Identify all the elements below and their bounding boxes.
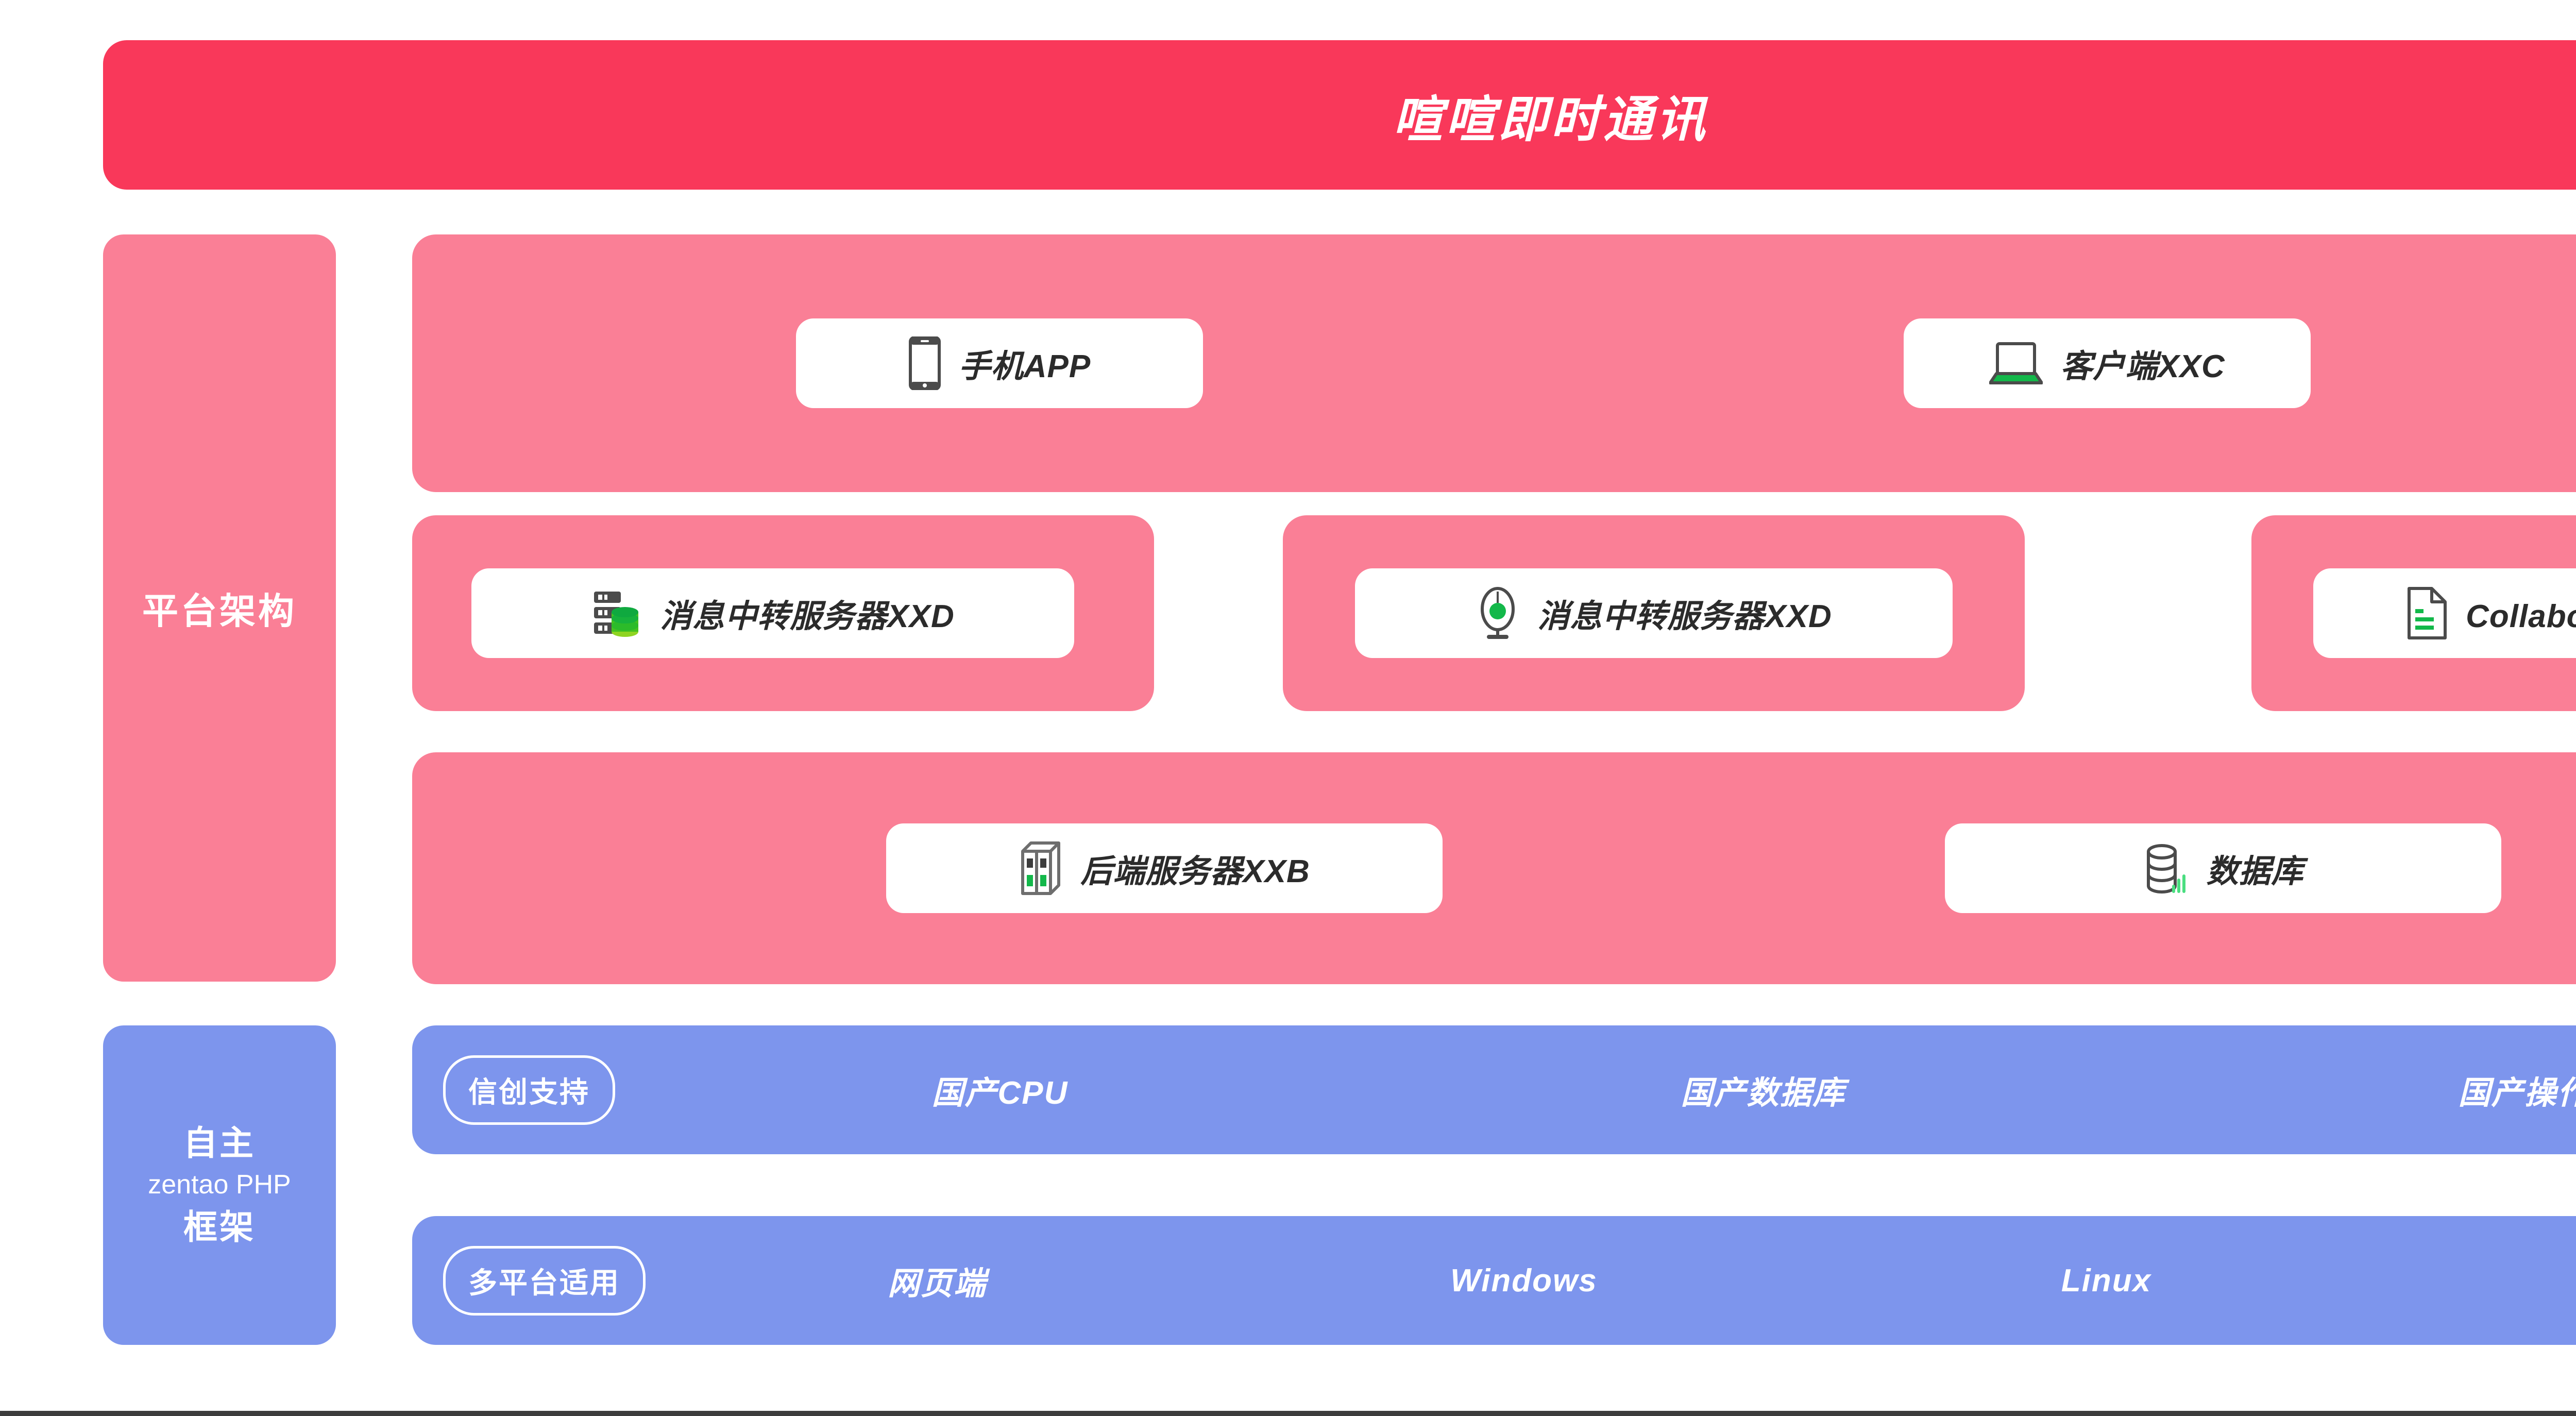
badge-xinchuang-support[interactable]: 信创支持 <box>443 1055 615 1125</box>
header-banner: 喧喧即时通讯 <box>103 40 2576 190</box>
chip-label: 消息中转服务器XXD <box>1537 599 1832 634</box>
chip-label: Collabora online文档服务 <box>2466 599 2576 634</box>
rail-platform-architecture: 平台架构 <box>103 234 336 982</box>
multiplatform-item-list: 网页端 Windows Linux macOS <box>646 1257 2576 1304</box>
panel-relay-server-1: 消息中转服务器XXD <box>412 515 1154 711</box>
rail-auto-line2: zentao PHP <box>148 1170 291 1200</box>
server-tower-icon <box>1019 840 1063 897</box>
platform-item-windows: Windows <box>1450 1262 1598 1299</box>
document-icon <box>2406 586 2448 640</box>
chip-label: 消息中转服务器XXD <box>660 599 955 634</box>
rail-auto-line1: 自主 <box>183 1124 256 1162</box>
chip-mobile-app[interactable]: 手机APP <box>796 318 1203 408</box>
rail-platform-label: 平台架构 <box>142 591 297 631</box>
xinchuang-item-cpu: 国产CPU <box>931 1075 1069 1111</box>
platform-item-linux: Linux <box>2061 1262 2152 1299</box>
laptop-icon <box>1989 341 2043 386</box>
badge-multiplatform[interactable]: 多平台适用 <box>443 1245 646 1316</box>
xinchuang-item-database: 国产数据库 <box>1681 1075 1846 1111</box>
chip-label: 后端服务器XXB <box>1080 854 1310 889</box>
chip-desktop-client[interactable]: 客户端XXC <box>1904 318 2311 408</box>
chip-relay-server-webcam[interactable]: 消息中转服务器XXD <box>1355 568 1953 658</box>
chip-backend-server[interactable]: 后端服务器XXB <box>886 823 1443 913</box>
panel-clients: 手机APP 客户端XXC <box>412 234 2576 492</box>
database-icon <box>2142 841 2189 895</box>
platform-item-web: 网页端 <box>888 1266 987 1302</box>
chip-database[interactable]: 数据库 <box>1945 823 2501 913</box>
panel-collabora-online: Collabora online文档服务 <box>2251 515 2576 711</box>
server-rack-icon <box>591 587 642 639</box>
rail-auto-line3: 框架 <box>183 1207 256 1246</box>
panel-backend: 后端服务器XXB 数据库 <box>412 752 2576 984</box>
bar-xinchuang-support: 信创支持 国产CPU 国产数据库 国产操作系统 <box>412 1025 2576 1154</box>
panel-relay-server-2: 消息中转服务器XXD <box>1283 515 2025 711</box>
page-title: 喧喧即时通讯 <box>1393 92 1708 147</box>
chip-label: 数据库 <box>2206 854 2304 889</box>
rail-autonomous-framework: 自主 zentao PHP 框架 <box>103 1025 336 1345</box>
chip-relay-server-rack[interactable]: 消息中转服务器XXD <box>471 568 1074 658</box>
chip-label: 手机APP <box>958 349 1091 384</box>
xinchuang-item-os: 国产操作系统 <box>2458 1075 2576 1111</box>
bar-multiplatform-support: 多平台适用 网页端 Windows Linux macOS <box>412 1216 2576 1345</box>
chip-label: 客户端XXC <box>2060 349 2225 384</box>
xinchuang-item-list: 国产CPU 国产数据库 国产操作系统 <box>615 1067 2576 1113</box>
chip-collabora-document[interactable]: Collabora online文档服务 <box>2313 568 2576 658</box>
webcam-icon <box>1476 586 1520 640</box>
smartphone-icon <box>908 336 941 390</box>
